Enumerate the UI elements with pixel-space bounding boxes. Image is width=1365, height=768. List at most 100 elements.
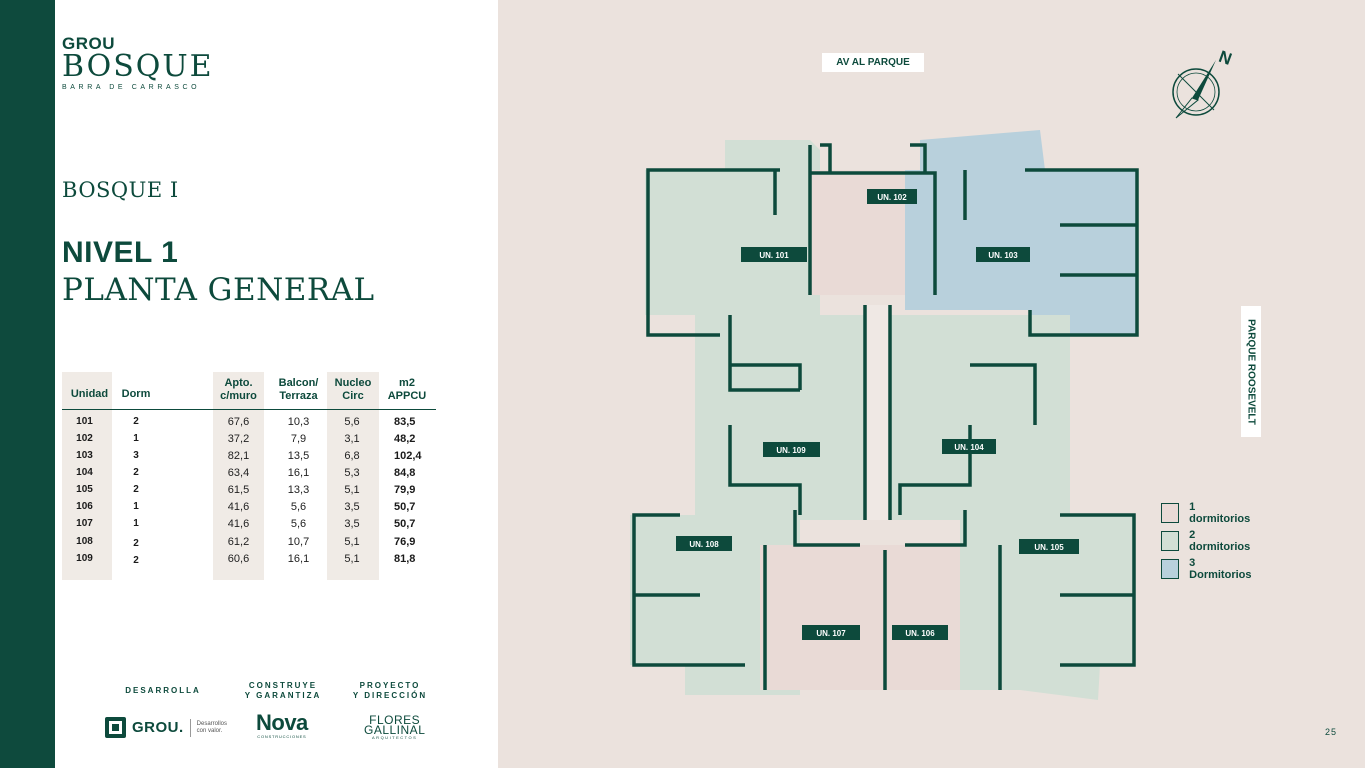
grou-logo-mark (105, 717, 126, 738)
table-cell-dorm: 2 (133, 416, 139, 427)
unit-label-104-text: UN. 104 (954, 443, 984, 452)
table-cell-unidad: 102 (76, 433, 93, 444)
credit-proyecto: PROYECTO Y DIRECCIÓN (345, 681, 435, 701)
table-cell-dorm: 2 (133, 467, 139, 478)
unit-label-101 (741, 247, 807, 262)
table-cell-nucleo: 5,1 (344, 484, 360, 496)
unit-label-107 (802, 625, 860, 640)
table-cell-apto: 63,4 (227, 467, 250, 479)
legend-label-1-bed: 1 dormitorios (1189, 501, 1251, 525)
table-cell-dorm: 1 (133, 433, 139, 444)
unit-label-108 (676, 536, 732, 551)
brand-subtitle: BARRA DE CARRASCO (62, 84, 201, 91)
credit-desarrolla: DESARROLLA (125, 686, 201, 695)
legend-label-2-bed: 2 dormitorios (1189, 529, 1251, 553)
header-unidad: Unidad (70, 388, 109, 400)
page-number: 25 (1325, 727, 1338, 737)
grou-tagline-line1: Desarrollos (196, 720, 228, 727)
header-balcon-line1: Balcon/ (278, 377, 319, 389)
table-cell-nucleo: 5,1 (344, 536, 360, 548)
table-cell-m2: 48,2 (394, 433, 416, 445)
section-title: BOSQUE I (62, 178, 179, 202)
header-m2-line2: APPCU (387, 390, 427, 402)
table-cell-balcon: 13,5 (287, 450, 310, 462)
table-cell-m2: 102,4 (394, 450, 422, 462)
table-cell-m2: 84,8 (394, 467, 416, 479)
table-cell-apto: 82,1 (227, 450, 250, 462)
table-cell-unidad: 105 (76, 484, 93, 495)
table-cell-unidad: 107 (76, 518, 93, 529)
credit-construye-line2: Y GARANTIZA (244, 691, 322, 700)
floor-plan-walls (632, 143, 1139, 690)
unit-label-109-text: UN. 109 (776, 446, 806, 455)
unit-label-103 (976, 247, 1030, 262)
unit-label-102-text: UN. 102 (877, 193, 907, 202)
table-cell-balcon: 16,1 (287, 467, 310, 479)
unit-label-109 (763, 442, 820, 457)
unit-label-108-text: UN. 108 (689, 540, 719, 549)
credit-proyecto-line1: PROYECTO (359, 681, 421, 690)
header-balcon: Balcon/ Terraza (270, 377, 327, 403)
flores-line1: FLORES (369, 713, 421, 727)
unit-109-area (695, 315, 865, 520)
street-parque-roosevelt: PARQUE ROOSEVELT (1241, 306, 1261, 437)
table-cell-unidad: 104 (76, 467, 93, 478)
legend-label-3-bed: 3 Dormitorios (1189, 557, 1252, 581)
side-band (0, 0, 55, 768)
table-cell-dorm: 2 (133, 484, 139, 495)
table-cell-balcon: 10,7 (287, 536, 310, 548)
unit-label-102 (867, 189, 917, 204)
flores-sub: ARQUITECTOS (372, 735, 418, 740)
unit-label-101-text: UN. 101 (759, 251, 789, 260)
table-cell-nucleo: 5,6 (344, 416, 360, 428)
table-cell-balcon: 5,6 (290, 501, 307, 513)
column-shade (62, 372, 112, 580)
header-balcon-line2: Terraza (279, 390, 318, 402)
flores-gallinal-logo: FLORES GALLINAL ARQUITECTOS (364, 713, 425, 740)
header-apto: Apto. c/muro (213, 377, 264, 403)
header-dorm: Dorm (121, 388, 151, 400)
table-cell-apto: 41,6 (227, 518, 250, 530)
table-cell-m2: 50,7 (394, 518, 416, 530)
table-cell-unidad: 103 (76, 450, 93, 461)
legend-swatch-3-bed (1161, 559, 1180, 579)
table-cell-dorm: 2 (133, 555, 139, 566)
table-cell-dorm: 2 (133, 538, 139, 549)
header-divider (62, 409, 436, 410)
table-cell-nucleo: 3,5 (344, 501, 360, 513)
corridor-area (865, 305, 890, 520)
table-cell-apto: 61,2 (227, 536, 250, 548)
compass-needle (1192, 60, 1216, 100)
table-cell-unidad: 108 (76, 536, 93, 547)
compass-tail (1175, 97, 1200, 119)
unit-label-103-text: UN. 103 (988, 251, 1018, 260)
header-nucleo: Nucleo Circ (327, 377, 379, 403)
table-cell-m2: 81,8 (394, 553, 416, 565)
column-shade (213, 372, 264, 580)
compass-north-label: N (1216, 48, 1234, 69)
table-cell-nucleo: 5,1 (344, 553, 360, 565)
street-av-al-parque: AV AL PARQUE (822, 53, 924, 72)
street-parque-roosevelt-label: PARQUE ROOSEVELT (1245, 318, 1257, 425)
north-compass-icon: N (1172, 48, 1234, 119)
unit-label-106-text: UN. 106 (905, 629, 935, 638)
table-cell-apto: 41,6 (227, 501, 250, 513)
table-cell-apto: 37,2 (227, 433, 250, 445)
legend-swatch-2-bed (1161, 531, 1180, 551)
compass-ring (1172, 68, 1220, 116)
header-nucleo-line2: Circ (342, 390, 364, 402)
table-cell-dorm: 1 (133, 501, 139, 512)
unit-label-106 (892, 625, 948, 640)
unit-label-104 (942, 439, 996, 454)
compass-inner-ring (1176, 72, 1216, 112)
legend-item-3-bed: 3 Dormitorios (1161, 557, 1253, 581)
unit-103-area (905, 130, 1137, 335)
table-cell-m2: 76,9 (394, 536, 416, 548)
grou-logo-divider (189, 718, 191, 737)
header-nucleo-line1: Nucleo (334, 377, 372, 389)
table-cell-unidad: 101 (76, 416, 93, 427)
floor-plan: UN. 101 UN. 102 UN. 103 UN. 104 UN. 105 … (630, 130, 1139, 700)
grou-logo-text: GROU. (132, 719, 184, 736)
unit-107-area (760, 545, 885, 690)
unit-105-area (960, 515, 1135, 700)
